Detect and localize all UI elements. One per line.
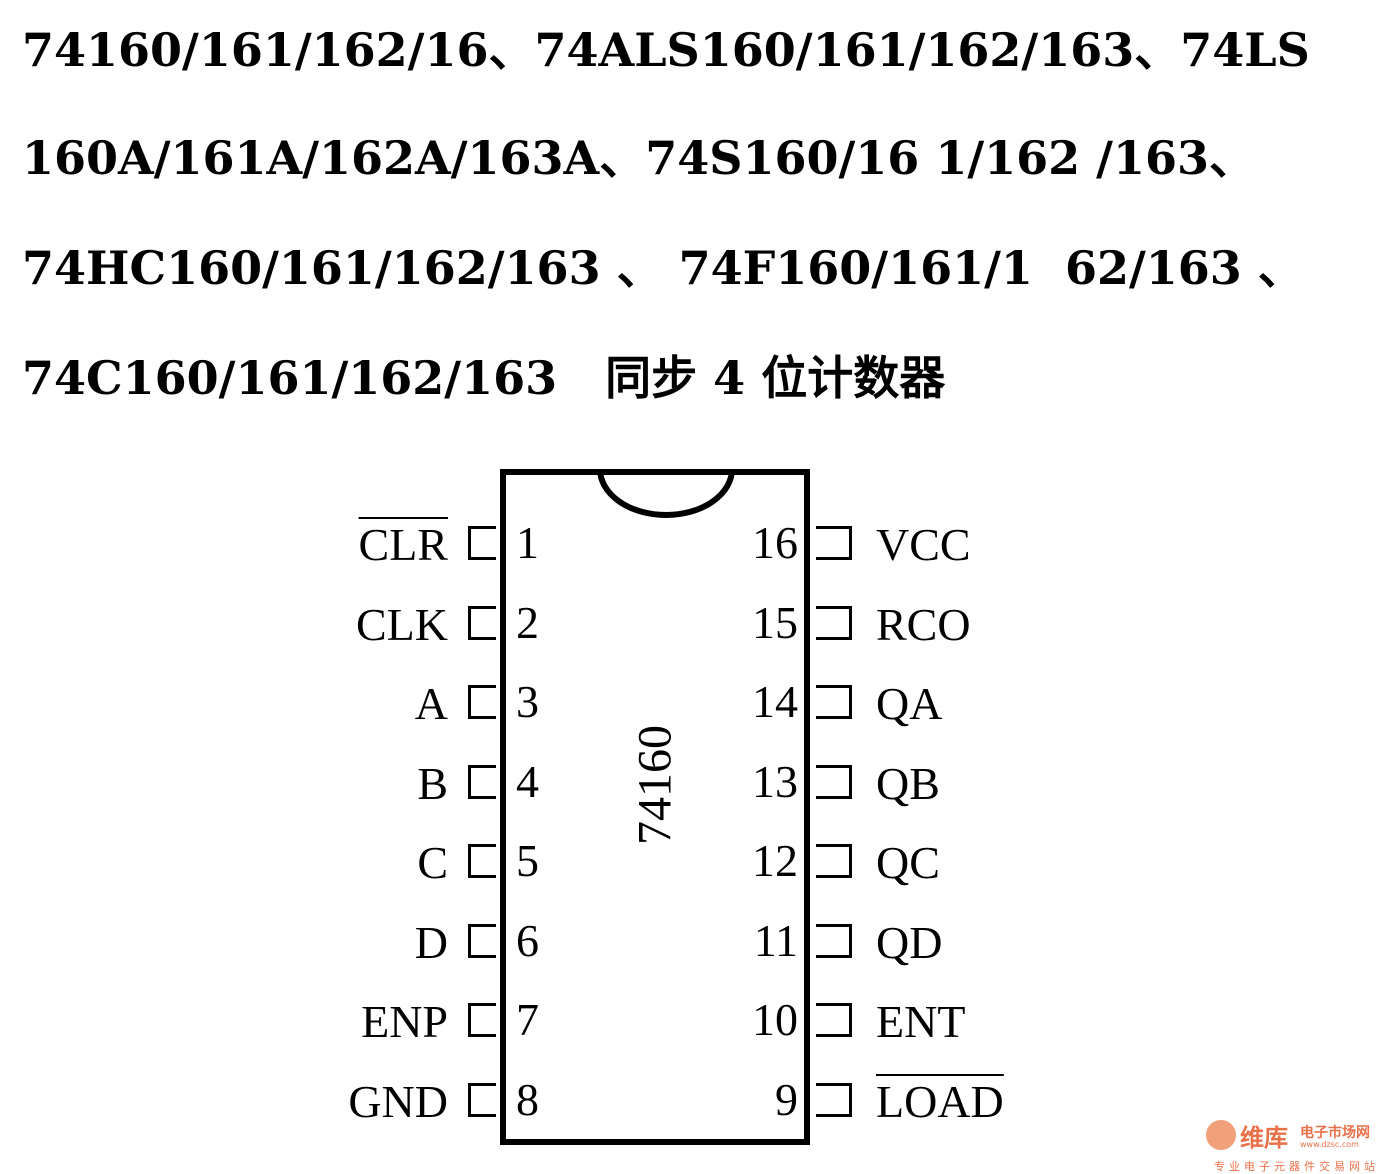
pin-number: 6 <box>516 914 539 966</box>
pin-pad <box>816 526 852 560</box>
pin-number: 13 <box>752 755 798 807</box>
pin-pad <box>468 764 496 799</box>
pin-signal-label: VCC <box>876 519 971 570</box>
pin-signal-label: LOAD <box>876 1075 1004 1127</box>
pin-pad <box>816 764 852 799</box>
title-line-2: 160A/161A/162A/163A、74S160/16 1/162 /163… <box>22 131 1255 185</box>
pin-number: 12 <box>752 835 798 886</box>
pin-pad <box>468 923 496 958</box>
title-line-4: 74C160/161/162/163 同步 4 位计数器 <box>22 351 946 405</box>
pin-signal-label: QB <box>876 757 940 809</box>
watermark: 维库 电子市场网 www.dzsc.com 专业电子元器件交易网站 <box>1200 1118 1389 1173</box>
pin-number: 7 <box>516 994 539 1045</box>
watermark-url: www.dzsc.com <box>1300 1140 1359 1149</box>
pin-signal-label: CLK <box>356 598 448 650</box>
pin-signal-label: ENT <box>876 996 966 1047</box>
pin-pad <box>816 685 852 719</box>
watermark-brand: 维库 <box>1240 1124 1288 1152</box>
pin-signal-label: QC <box>876 837 940 888</box>
pin-pad <box>816 1082 852 1117</box>
pin-number: 11 <box>753 914 798 966</box>
chip-body <box>500 469 810 1145</box>
pin-signal-label: RCO <box>876 598 971 650</box>
pin-pad <box>816 923 852 958</box>
pin-number: 8 <box>516 1073 539 1125</box>
pin-pad <box>468 605 496 640</box>
pin-signal-label: C <box>417 837 448 888</box>
pin-signal-label: QD <box>876 916 943 968</box>
pin-signal-label: B <box>417 757 448 809</box>
pin-number: 4 <box>516 755 539 807</box>
pin-pad <box>816 1003 852 1037</box>
pin-pad <box>468 1003 496 1037</box>
watermark-subtitle: 电子市场网 <box>1300 1125 1370 1141</box>
pin-number: 5 <box>516 835 539 886</box>
pin-pad <box>468 526 496 560</box>
title-line-3: 74HC160/161/162/163 、 74F160/161/1 62/16… <box>22 241 1304 295</box>
pin-pad <box>468 1082 496 1117</box>
pin-pad <box>468 844 496 878</box>
pin-pad <box>468 685 496 719</box>
pin-number: 2 <box>516 596 539 648</box>
pin-signal-label: A <box>414 678 448 729</box>
chip-notch <box>597 468 735 518</box>
pin-signal-label: ENP <box>361 996 448 1047</box>
watermark-logo-icon <box>1206 1120 1236 1150</box>
pin-signal-label: CLR <box>358 519 448 570</box>
pin-number: 14 <box>752 676 798 727</box>
pin-number: 3 <box>516 676 539 727</box>
pin-number: 15 <box>752 596 798 648</box>
pin-signal-label: QA <box>876 678 943 729</box>
pin-signal-label: D <box>414 916 448 968</box>
pin-pad <box>816 605 852 640</box>
pin-number: 9 <box>775 1073 798 1125</box>
pin-signal-label: GND <box>348 1075 448 1127</box>
chip-part-number: 74160 <box>628 725 682 845</box>
title-line-1: 74160/161/162/16、74ALS160/161/162/163、74… <box>22 23 1310 77</box>
pin-number: 16 <box>752 517 798 568</box>
pin-number: 1 <box>516 517 539 568</box>
pin-number: 10 <box>752 994 798 1045</box>
watermark-slogan: 专业电子元器件交易网站 <box>1214 1160 1379 1173</box>
pin-pad <box>816 844 852 878</box>
